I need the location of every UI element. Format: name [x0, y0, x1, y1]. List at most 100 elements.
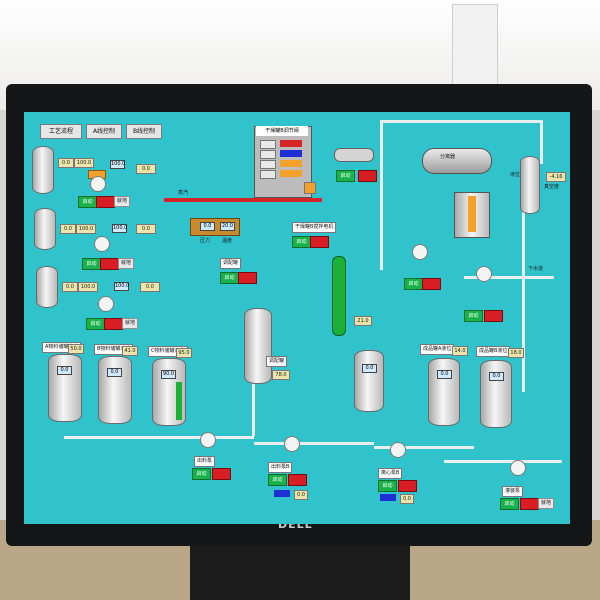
- raw-1-run-button[interactable]: 启动: [78, 196, 97, 208]
- vacuum-label: 真空度: [544, 184, 560, 190]
- vacuum-tank: [520, 156, 540, 214]
- raw-2-stop-indicator: [100, 258, 119, 270]
- raw-tank-3-disp: 100.0: [114, 282, 130, 291]
- pipe-right: [522, 172, 525, 392]
- discharge-pump-a-label: 出料泵: [194, 456, 216, 467]
- dryer-column: [332, 256, 346, 336]
- dryer-value: 21.0: [354, 316, 372, 326]
- centrifuge-b-indicator: [380, 494, 396, 501]
- filling-pump-label: 灌装泵: [502, 486, 524, 497]
- mix-run-button[interactable]: 启动: [220, 272, 239, 284]
- pressure-label: 压力: [200, 238, 211, 244]
- dryer-run-button[interactable]: 启动: [292, 236, 311, 248]
- water-label: 下水道: [528, 266, 544, 272]
- vacuum-side-label: 液位: [510, 172, 521, 178]
- door: [452, 4, 498, 88]
- discharge-pump-b[interactable]: [284, 436, 300, 452]
- centrifuge-run-button[interactable]: 启动: [404, 278, 423, 290]
- reactor-value-right: 20.0: [220, 222, 235, 231]
- mix-stop-indicator: [238, 272, 257, 284]
- tab-b-line[interactable]: B线控制: [126, 124, 162, 139]
- centrifuge-pump-b-label: 离心泵B: [378, 468, 403, 479]
- raw-tank-2-value-b: 100.0: [76, 224, 96, 234]
- pipe-bottom-mid: [254, 442, 374, 445]
- centrifuge-pump[interactable]: [412, 244, 428, 260]
- valve-panel-btn-4[interactable]: [260, 170, 276, 179]
- valve-panel-btn-3[interactable]: [260, 160, 276, 169]
- discharge-pump-b-label: 出料泵B: [268, 462, 293, 473]
- mix-motor-label: 调配罐: [220, 258, 242, 269]
- discharge-pump-a[interactable]: [200, 432, 216, 448]
- filling-pump[interactable]: [510, 460, 526, 476]
- valve-panel-indicator: [304, 182, 316, 194]
- drain-stop-indicator: [484, 310, 503, 322]
- raw-tank-1-setpoint: 0.0: [136, 164, 156, 174]
- filling-local-label: 就地: [538, 498, 555, 509]
- raw-2-local-label: 就地: [118, 258, 135, 269]
- storage-tank-b: [98, 356, 132, 424]
- discharge-b-indicator: [274, 490, 290, 497]
- valve-panel-btn-2[interactable]: [260, 150, 276, 159]
- drain-pump[interactable]: [476, 266, 492, 282]
- filling-run-button[interactable]: 启动: [500, 498, 519, 510]
- tab-process[interactable]: 工艺流程: [40, 124, 82, 139]
- product-a-title: 成品罐A液位: [420, 344, 455, 355]
- separator: [422, 148, 492, 174]
- storage-a-disp: 0.0: [57, 366, 72, 375]
- dryer-stop-indicator: [310, 236, 329, 248]
- raw-tank-1-value-b: 100.0: [74, 158, 94, 168]
- product-b-title: 成品罐B液位: [476, 346, 511, 357]
- filling-stop-indicator: [520, 498, 539, 510]
- valve-panel-value-1: [280, 140, 302, 147]
- raw-1-stop-indicator: [96, 196, 115, 208]
- raw-pump-1[interactable]: [90, 176, 106, 192]
- vacuum-pump[interactable]: [334, 148, 374, 162]
- raw-tank-1: [32, 146, 54, 194]
- centrifuge-pump-b[interactable]: [390, 442, 406, 458]
- valve-panel-btn-1[interactable]: [260, 140, 276, 149]
- raw-tank-1-value-a: 0.0: [58, 158, 74, 168]
- scada-screen: 工艺流程 A线控制 B线控制 0.0 100.0 100.0 0.0 启动 就地…: [24, 112, 570, 524]
- vacuum-stop-indicator: [358, 170, 377, 182]
- mix-value: 78.0: [272, 370, 290, 380]
- centrifuge-disp: 0.0: [362, 364, 377, 373]
- pipe-bottom-left: [64, 436, 254, 439]
- condenser-level: [468, 196, 476, 232]
- monitor-stand: [190, 546, 410, 600]
- discharge-b-stop-indicator: [288, 474, 307, 486]
- tab-a-line[interactable]: A线控制: [86, 124, 122, 139]
- raw-2-run-button[interactable]: 启动: [82, 258, 101, 270]
- product-a-value: 14.0: [452, 346, 468, 356]
- valve-panel-value-4: [280, 170, 302, 177]
- pipe-top: [380, 120, 542, 123]
- raw-tank-1-disp: 100.0: [110, 160, 126, 169]
- storage-tank-a: [48, 354, 82, 422]
- centrifuge-b-run-button[interactable]: 启动: [378, 480, 397, 492]
- raw-tank-3: [36, 266, 58, 308]
- steam-pipe: [164, 198, 322, 202]
- raw-3-run-button[interactable]: 启动: [86, 318, 105, 330]
- centrifuge-tank: [354, 350, 384, 412]
- raw-pump-3[interactable]: [98, 296, 114, 312]
- valve-panel-value-3: [280, 160, 302, 167]
- product-tank-b: [480, 360, 512, 428]
- raw-tank-2-setpoint: 0.0: [136, 224, 156, 234]
- raw-tank-2-value-a: 0.0: [60, 224, 76, 234]
- storage-c-disp: 90.0: [161, 370, 176, 379]
- discharge-a-stop-indicator: [212, 468, 231, 480]
- centrifuge-stop-indicator: [422, 278, 441, 290]
- mix-tank: [244, 308, 272, 384]
- discharge-b-value: 0.0: [294, 490, 308, 500]
- vacuum-run-button[interactable]: 启动: [336, 170, 355, 182]
- valve-panel-title: 干燥罐B调节阀: [256, 126, 308, 136]
- drain-run-button[interactable]: 启动: [464, 310, 483, 322]
- pipe-water: [464, 276, 554, 279]
- product-a-disp: 0.0: [437, 370, 452, 379]
- raw-1-local-label: 就地: [114, 196, 131, 207]
- raw-tank-3-value-b: 100.0: [78, 282, 98, 292]
- raw-pump-2[interactable]: [94, 236, 110, 252]
- discharge-a-run-button[interactable]: 启动: [192, 468, 211, 480]
- product-b-value: 18.0: [508, 348, 524, 358]
- discharge-b-run-button[interactable]: 启动: [268, 474, 287, 486]
- centrifuge-b-value: 0.0: [400, 494, 414, 504]
